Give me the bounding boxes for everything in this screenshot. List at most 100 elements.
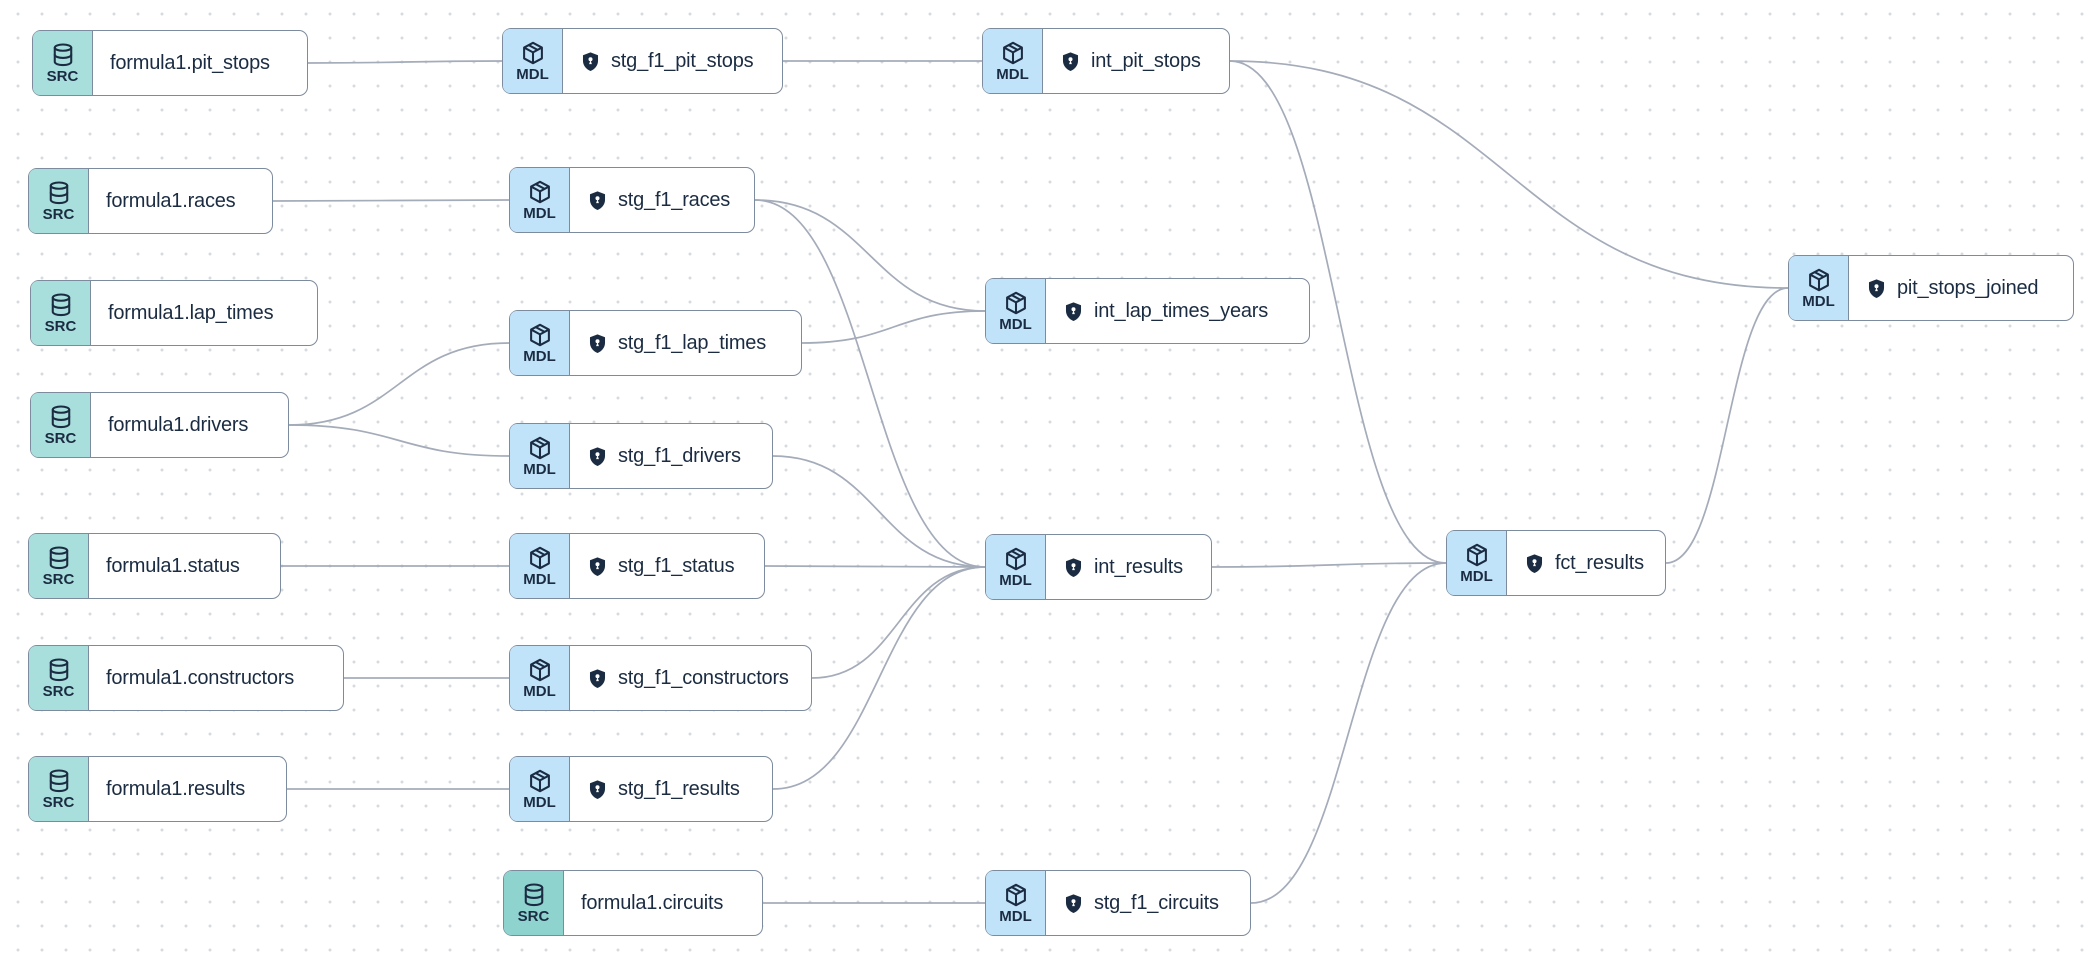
lineage-node-src-status[interactable]: SRC formula1.status — [28, 533, 281, 599]
node-type-label: MDL — [999, 316, 1032, 333]
node-name: pit_stops_joined — [1897, 276, 2039, 299]
database-icon — [46, 768, 72, 794]
lineage-node-src-circuits[interactable]: SRC formula1.circuits — [503, 870, 763, 936]
node-type-badge-mdl: MDL — [510, 311, 570, 375]
node-body: formula1.results — [89, 757, 286, 821]
shield-icon — [1060, 51, 1081, 72]
node-type-badge-mdl: MDL — [510, 757, 570, 821]
lineage-node-stg-pit-stops[interactable]: MDL stg_f1_pit_stops — [502, 28, 783, 94]
node-type-label: SRC — [42, 571, 75, 588]
node-type-badge-src: SRC — [504, 871, 564, 935]
lineage-node-int-results[interactable]: MDL int_results — [985, 534, 1212, 600]
node-type-badge-src: SRC — [31, 281, 91, 345]
node-name: fct_results — [1555, 551, 1644, 574]
node-body: stg_f1_races — [570, 168, 754, 232]
node-body: stg_f1_pit_stops — [563, 29, 782, 93]
database-icon — [50, 42, 76, 68]
lineage-edge-stg-constructors-to-int-results — [811, 566, 986, 679]
cube-icon — [527, 322, 553, 348]
database-icon — [46, 180, 72, 206]
cube-icon — [520, 40, 546, 66]
node-type-label: MDL — [516, 66, 549, 83]
node-type-badge-mdl: MDL — [983, 29, 1043, 93]
database-icon — [46, 545, 72, 571]
lineage-edge-fct-results-to-pit-stops-joined — [1665, 287, 1789, 564]
node-type-label: MDL — [996, 66, 1029, 83]
shield-icon — [1063, 301, 1084, 322]
shield-icon — [587, 779, 608, 800]
lineage-node-src-drivers[interactable]: SRC formula1.drivers — [30, 392, 289, 458]
node-body: formula1.status — [89, 534, 280, 598]
node-body: int_lap_times_years — [1046, 279, 1309, 343]
node-name: formula1.circuits — [581, 891, 724, 914]
node-body: stg_f1_constructors — [570, 646, 811, 710]
lineage-node-int-lap-times-years[interactable]: MDL int_lap_times_years — [985, 278, 1310, 344]
node-type-label: MDL — [523, 794, 556, 811]
node-type-badge-src: SRC — [29, 534, 89, 598]
node-body: formula1.constructors — [89, 646, 343, 710]
lineage-edge-int-results-to-fct-results — [1211, 562, 1447, 568]
cube-icon — [1003, 290, 1029, 316]
lineage-edge-src-drivers-to-stg-lap-times — [288, 342, 510, 426]
cube-icon — [1003, 882, 1029, 908]
shield-icon — [1063, 557, 1084, 578]
node-body: formula1.lap_times — [91, 281, 317, 345]
node-name: stg_f1_pit_stops — [611, 49, 754, 72]
lineage-edge-stg-races-to-int-lap-times-years — [754, 199, 986, 312]
shield-icon — [1524, 553, 1545, 574]
lineage-edge-stg-results-to-int-results — [772, 566, 986, 790]
node-type-badge-mdl: MDL — [1447, 531, 1507, 595]
node-name: formula1.status — [106, 554, 240, 577]
node-name: formula1.drivers — [108, 413, 249, 436]
lineage-edge-src-races-to-stg-races — [272, 199, 510, 202]
lineage-edge-stg-lap-times-to-int-lap-times-years — [801, 310, 986, 344]
node-type-badge-mdl: MDL — [510, 646, 570, 710]
cube-icon — [527, 768, 553, 794]
lineage-edge-src-drivers-to-stg-drivers — [288, 424, 510, 457]
node-body: formula1.pit_stops — [93, 31, 307, 95]
lineage-node-stg-status[interactable]: MDL stg_f1_status — [509, 533, 765, 599]
cube-icon — [1003, 546, 1029, 572]
node-body: stg_f1_results — [570, 757, 772, 821]
node-name: stg_f1_status — [618, 554, 735, 577]
node-type-badge-mdl: MDL — [510, 424, 570, 488]
lineage-node-fct-results[interactable]: MDL fct_results — [1446, 530, 1666, 596]
node-name: formula1.pit_stops — [110, 51, 270, 74]
shield-icon — [587, 668, 608, 689]
node-body: pit_stops_joined — [1849, 256, 2073, 320]
shield-icon — [580, 51, 601, 72]
lineage-node-src-pit-stops[interactable]: SRC formula1.pit_stops — [32, 30, 308, 96]
node-body: stg_f1_status — [570, 534, 764, 598]
lineage-edge-int-pit-stops-to-pit-stops-joined — [1229, 60, 1789, 289]
node-type-label: MDL — [1802, 293, 1835, 310]
node-body: formula1.races — [89, 169, 272, 233]
node-type-badge-mdl: MDL — [986, 535, 1046, 599]
cube-icon — [1806, 267, 1832, 293]
lineage-node-stg-results[interactable]: MDL stg_f1_results — [509, 756, 773, 822]
node-name: int_pit_stops — [1091, 49, 1201, 72]
lineage-node-int-pit-stops[interactable]: MDL int_pit_stops — [982, 28, 1230, 94]
node-body: int_results — [1046, 535, 1211, 599]
node-type-label: MDL — [523, 571, 556, 588]
shield-icon — [587, 333, 608, 354]
lineage-node-pit-stops-joined[interactable]: MDL pit_stops_joined — [1788, 255, 2074, 321]
node-name: formula1.races — [106, 189, 236, 212]
node-name: int_results — [1094, 555, 1183, 578]
node-name: stg_f1_circuits — [1094, 891, 1219, 914]
node-type-badge-src: SRC — [33, 31, 93, 95]
node-type-label: SRC — [44, 430, 77, 447]
shield-icon — [587, 190, 608, 211]
node-name: stg_f1_results — [618, 777, 740, 800]
lineage-edge-stg-status-to-int-results — [764, 565, 986, 568]
